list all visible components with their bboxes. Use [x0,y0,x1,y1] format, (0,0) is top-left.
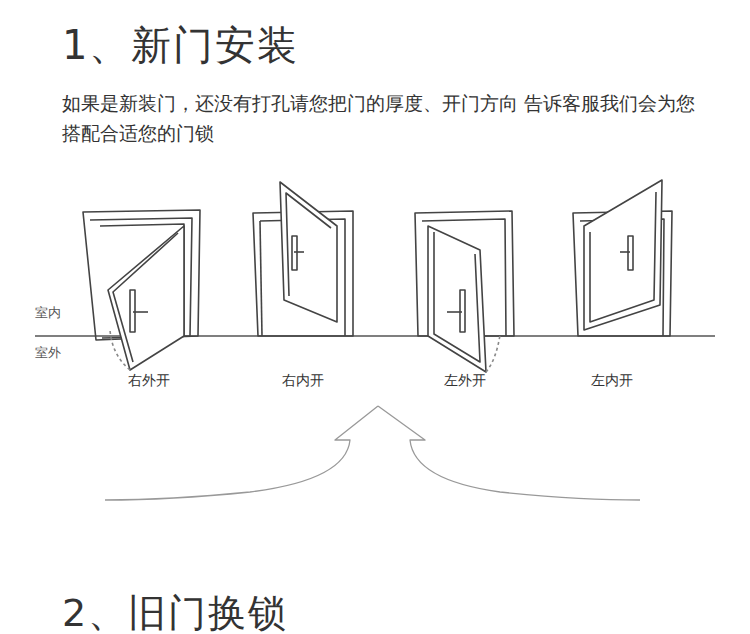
door-caption: 右外开 [128,372,170,390]
door-caption: 右内开 [282,372,324,390]
section-heading: 1、新门安装 [62,18,299,73]
door-caption: 左内开 [591,372,633,390]
door-caption: 左外开 [444,372,486,390]
intro-paragraph: 如果是新装门，还没有打孔请您把门的厚度、开门方向 告诉客服我们会为您搭配合适您的… [62,88,712,148]
section-heading: 2、旧门换锁 [62,588,288,634]
side-label: 室内 [35,304,61,322]
side-label: 室外 [35,344,61,362]
